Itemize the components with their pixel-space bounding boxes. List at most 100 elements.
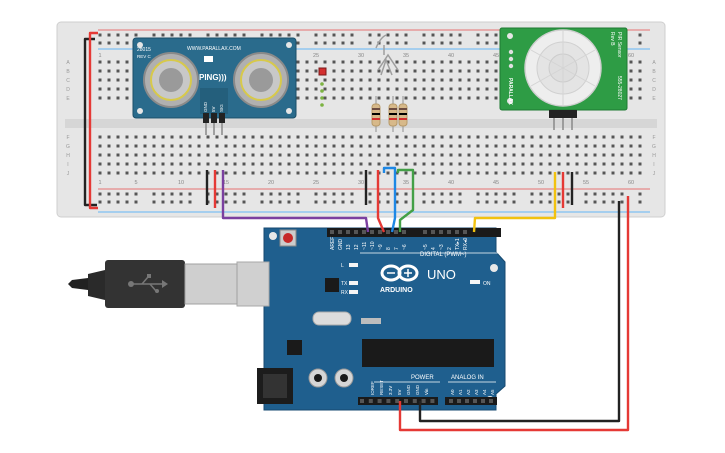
breadboard-hole xyxy=(323,78,327,82)
digital-pin[interactable] xyxy=(330,230,334,234)
breadboard-hole xyxy=(440,153,444,157)
resistor-1[interactable] xyxy=(371,96,381,132)
wire-yellow-pir-signal[interactable] xyxy=(472,172,557,233)
breadboard-hole xyxy=(638,60,642,64)
row-letter: G xyxy=(66,144,70,150)
power-pin[interactable] xyxy=(421,399,426,403)
power-pin[interactable] xyxy=(430,399,435,403)
digital-pin[interactable] xyxy=(378,230,382,234)
small-led-component[interactable] xyxy=(318,67,327,107)
digital-pin[interactable] xyxy=(423,230,427,234)
wire-red-power-5v[interactable] xyxy=(398,196,630,432)
resistor-3[interactable] xyxy=(398,96,408,132)
analog-pin[interactable] xyxy=(473,399,477,403)
breadboard-rail-hole xyxy=(422,41,426,45)
breadboard-hole xyxy=(422,135,426,139)
breadboard-hole xyxy=(350,87,354,91)
analog-pin-label: A0 xyxy=(450,389,455,395)
breadboard-hole xyxy=(422,60,426,64)
analog-pin[interactable] xyxy=(489,399,493,403)
wires[interactable] xyxy=(83,31,630,432)
digital-pin[interactable] xyxy=(370,230,374,234)
usb-cable[interactable] xyxy=(68,260,270,308)
breadboard-hole xyxy=(125,144,129,148)
breadboard-hole xyxy=(458,60,462,64)
breadboard-rail-hole xyxy=(98,192,102,196)
breadboard-hole xyxy=(476,87,480,91)
breadboard-hole xyxy=(350,60,354,64)
breadboard-hole xyxy=(233,144,237,148)
breadboard-rail-hole xyxy=(296,41,300,45)
breadboard-hole xyxy=(521,144,525,148)
breadboard-hole xyxy=(323,144,327,148)
breadboard-hole xyxy=(377,69,381,73)
ping-pin-sig[interactable] xyxy=(219,113,225,123)
digital-pin[interactable] xyxy=(338,230,342,234)
wire-purple-ping-signal[interactable] xyxy=(221,170,370,233)
digital-pin[interactable] xyxy=(463,230,467,234)
power-pin[interactable] xyxy=(368,399,373,403)
digital-pin[interactable] xyxy=(455,230,459,234)
bottom-pin-holes[interactable] xyxy=(360,399,493,403)
breadboard-hole xyxy=(170,171,174,175)
digital-pin[interactable] xyxy=(439,230,443,234)
breadboard-rail-hole xyxy=(134,33,138,37)
power-pin[interactable] xyxy=(404,399,408,403)
ping-pin-5v[interactable] xyxy=(211,113,217,123)
wire-red-left-rail[interactable] xyxy=(88,31,98,210)
ping-pin-gnd[interactable] xyxy=(203,113,209,123)
breadboard-hole xyxy=(269,162,273,166)
breadboard-hole xyxy=(152,144,156,148)
breadboard-hole xyxy=(530,153,534,157)
digital-pin-label: ~5 xyxy=(423,244,429,250)
analog-pin[interactable] xyxy=(457,399,461,403)
power-pin[interactable] xyxy=(386,399,391,403)
breadboard-rail-hole xyxy=(512,192,516,196)
power-pin[interactable] xyxy=(412,399,417,403)
breadboard-rail-hole xyxy=(440,192,444,196)
analog-pin[interactable] xyxy=(481,399,485,403)
power-pin[interactable] xyxy=(360,399,364,403)
digital-pin[interactable] xyxy=(346,230,350,234)
power-pin-label: 3.3V xyxy=(388,386,393,395)
pir-motion-sensor[interactable]: PIR Sensor Rev B 555-28027 PARALLAX xyxy=(499,27,628,130)
wire-red-pin-11[interactable] xyxy=(376,170,386,233)
breadboard-rail-hole xyxy=(431,33,435,37)
breadboard-hole xyxy=(386,69,390,73)
breadboard-hole xyxy=(305,171,309,175)
digital-pin[interactable] xyxy=(386,230,390,234)
breadboard-hole xyxy=(413,87,417,91)
wire-black-power-gnd[interactable] xyxy=(418,201,621,423)
power-pin[interactable] xyxy=(395,399,400,403)
digital-pin[interactable] xyxy=(447,230,451,234)
analog-pin[interactable] xyxy=(449,399,453,403)
digital-pin[interactable] xyxy=(362,230,366,234)
analog-pin[interactable] xyxy=(465,399,469,403)
resistor-2[interactable] xyxy=(388,96,398,132)
breadboard-rail-hole xyxy=(503,200,507,204)
breadboard-rail-hole xyxy=(386,33,390,37)
power-pin-label: GND xyxy=(415,384,420,395)
digital-pin[interactable] xyxy=(354,230,358,234)
digital-pin[interactable] xyxy=(431,230,435,234)
ping-model-label: 28015 xyxy=(137,47,151,53)
column-number: 45 xyxy=(493,53,499,59)
ping-ultrasonic-sensor[interactable]: 28015 REV C WWW.PARALLAX.COM PING))) GND… xyxy=(132,37,297,135)
breadboard-hole xyxy=(116,78,120,82)
breadboard-hole xyxy=(332,60,336,64)
breadboard-rail-hole xyxy=(242,200,246,204)
wire-green-pin-9[interactable] xyxy=(396,168,415,232)
breadboard-rail-hole xyxy=(233,33,237,37)
breadboard-hole xyxy=(593,144,597,148)
digital-pin[interactable] xyxy=(402,230,406,234)
reset-button-cap[interactable] xyxy=(283,233,293,243)
digital-pin-holes[interactable] xyxy=(330,230,467,234)
power-pin[interactable] xyxy=(377,399,382,403)
wire-blue-pin-10[interactable] xyxy=(382,166,397,233)
breadboard-hole xyxy=(431,87,435,91)
digital-pin[interactable] xyxy=(394,230,398,234)
rgb-led[interactable] xyxy=(375,34,399,76)
breadboard-rail-hole xyxy=(152,192,156,196)
breadboard-hole xyxy=(341,60,345,64)
